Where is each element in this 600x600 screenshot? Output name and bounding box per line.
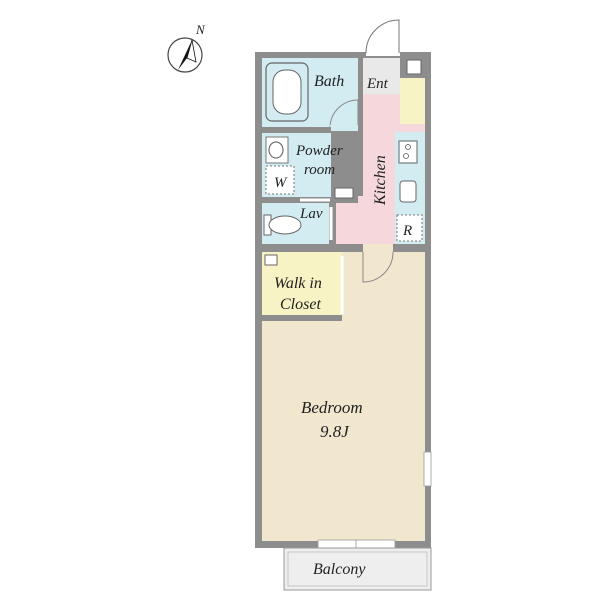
kitchen-label: Kitchen: [372, 155, 389, 206]
north-label: N: [195, 22, 206, 37]
bedroom-side-window: [423, 451, 432, 487]
ventilation-box: [334, 187, 354, 199]
bedroom-door[interactable]: [362, 244, 394, 283]
burner-icon: [403, 153, 409, 159]
balcony-rail: [287, 551, 428, 587]
bedroom-label: Bedroom: [301, 398, 363, 417]
closet-shelf: [264, 254, 278, 266]
bathtub-basin: [272, 69, 302, 115]
entrance-floor: [363, 58, 400, 94]
kitchen-partition: [358, 58, 363, 196]
entrance-door[interactable]: [365, 19, 400, 56]
bath-powder-wall: [262, 127, 331, 133]
washer-space: [265, 165, 295, 195]
refrigerator-label: R: [402, 223, 412, 239]
balcony-floor: [283, 547, 432, 591]
bath-door-gap: [330, 125, 358, 131]
washer-label: W: [274, 175, 288, 191]
stove-icon: [398, 140, 418, 164]
closet-label-2: Closet: [280, 296, 321, 313]
powder-lavatory-wall: [262, 197, 331, 203]
entrance-label: Ent: [366, 76, 389, 92]
toilet-icon: [268, 215, 302, 235]
closet-label-1: Walk in: [274, 275, 322, 292]
balcony-window: [317, 539, 396, 549]
entrance-shelf: [406, 59, 422, 75]
balcony-label: Balcony: [313, 561, 366, 578]
wet-kitchen-wall: [331, 133, 336, 244]
washbasin-icon: [268, 141, 284, 159]
bedroom-size-label: 9.8J: [320, 422, 350, 441]
bath-label: Bath: [314, 73, 344, 90]
kitchen-sink-icon: [399, 180, 417, 203]
burner-icon: [405, 144, 411, 150]
kitchen-bedroom-wall: [262, 244, 425, 252]
powder-room-label-2: room: [304, 162, 335, 178]
entrance-step-floor: [400, 78, 425, 124]
bedroom-floor: [262, 252, 425, 541]
bath-door[interactable]: [329, 99, 359, 128]
lavatory-label: Lav: [299, 206, 323, 222]
north-compass-icon: [167, 37, 203, 73]
bedroom-closet-divider: [262, 315, 342, 321]
refrigerator-space: [396, 214, 423, 242]
powder-room-label-1: Powder: [295, 143, 343, 159]
